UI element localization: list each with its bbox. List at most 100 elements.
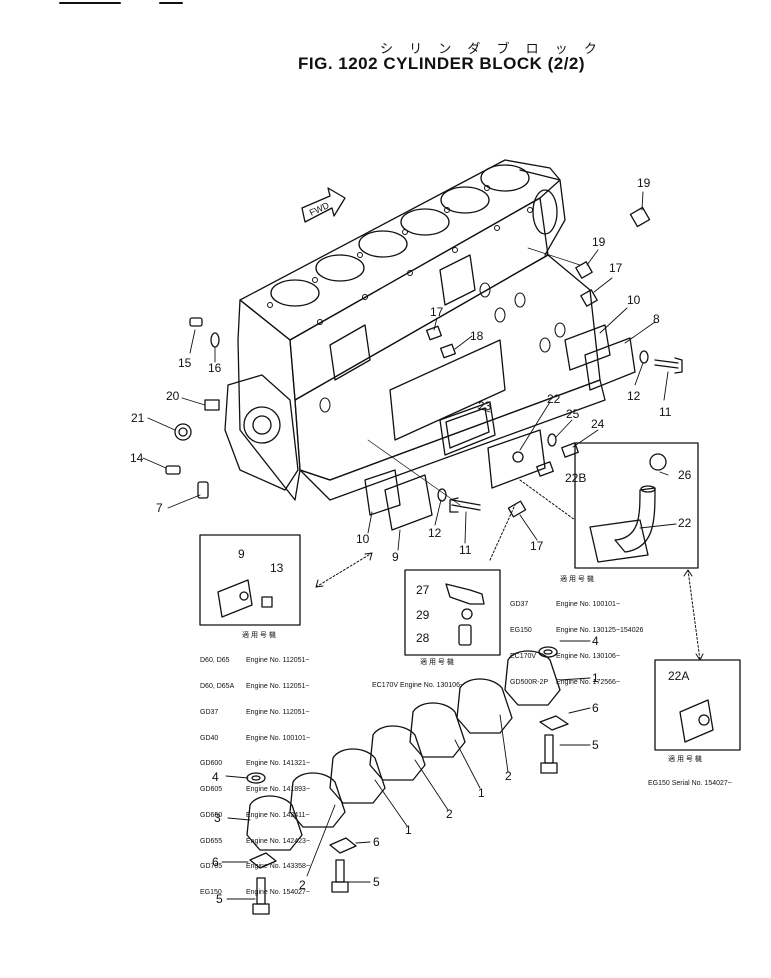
- box22a-applicability-table: EG150 Serial No. 154027~: [648, 763, 732, 797]
- gasket-10-right: [564, 324, 611, 371]
- pin-7: [197, 481, 209, 499]
- inset-box-27-29: [404, 569, 501, 656]
- callout-6-right: 6: [592, 701, 599, 715]
- bolt-11-right: [654, 357, 683, 374]
- callout-24: 24: [591, 417, 605, 431]
- bolt-5-left: [252, 877, 270, 915]
- callout-21: 21: [131, 411, 145, 425]
- lock-plate-6-mid: [329, 837, 357, 854]
- bolt-5-mid: [331, 859, 349, 893]
- callout-29: 29: [416, 608, 430, 622]
- callout-17-mid: 17: [430, 305, 444, 319]
- callout-11-left: 11: [459, 543, 472, 557]
- plug-24: [561, 442, 579, 458]
- callout-5-mid: 5: [373, 875, 380, 889]
- callout-2-right: 2: [505, 769, 512, 783]
- callout-26: 26: [678, 468, 692, 482]
- cylinder-block: [224, 159, 606, 501]
- callout-10-right: 10: [627, 293, 641, 307]
- box22a-table-header: 適 用 号 機: [668, 756, 702, 763]
- oring-25: [547, 433, 557, 447]
- plug-19: [575, 261, 593, 279]
- reference-arrows: [315, 479, 704, 661]
- callout-9: 9: [392, 550, 399, 564]
- lock-plate-6-left: [249, 852, 277, 869]
- callout-13: 13: [270, 561, 284, 575]
- callout-3: 3: [214, 811, 221, 825]
- callout-15: 15: [178, 356, 192, 370]
- callout-6-mid: 6: [373, 835, 380, 849]
- callout-17-low: 17: [530, 539, 544, 553]
- callout-1-left: 1: [405, 823, 412, 837]
- callout-16: 16: [208, 361, 222, 375]
- callout-5-right: 5: [592, 738, 599, 752]
- callout-28: 28: [416, 631, 430, 645]
- washer-4-right: [538, 646, 558, 658]
- inset-box-22-26: [574, 442, 699, 569]
- inset-box-22a: [654, 659, 741, 751]
- callout-22: 22: [547, 392, 561, 406]
- dowel-15: [189, 317, 203, 327]
- callout-22b: 22B: [565, 471, 587, 485]
- leader-lines: [142, 191, 677, 551]
- gasket-23: [439, 401, 496, 456]
- callout-23: 23: [478, 399, 492, 413]
- gasket-10-left: [364, 469, 401, 516]
- callout-4-right: 4: [592, 634, 599, 648]
- center-table-header: 適 用 号 機: [420, 659, 454, 666]
- callout-18: 18: [470, 329, 484, 343]
- lock-plate-6-right: [539, 715, 569, 731]
- left-table-header: 適 用 号 機: [242, 632, 276, 639]
- washer-12-left: [437, 488, 447, 502]
- callout-19: 19: [592, 235, 606, 249]
- callout-2-left: 2: [299, 878, 306, 892]
- callout-14: 14: [130, 451, 144, 465]
- bolt-5-right: [540, 734, 558, 774]
- dowel-14: [165, 465, 181, 475]
- washer-12-right: [639, 350, 649, 364]
- callout-5-left: 5: [216, 892, 223, 906]
- plug-20: [204, 399, 220, 411]
- callout-7: 7: [156, 501, 163, 515]
- callout-2-mid: 2: [446, 807, 453, 821]
- callout-1-right: 1: [592, 671, 599, 685]
- plug-22b: [536, 461, 554, 477]
- callout-12-right: 12: [627, 389, 641, 403]
- table-row: EG150 Serial No. 154027~: [648, 780, 732, 788]
- callout-22-inset: 22: [678, 516, 692, 530]
- cover-22: [487, 429, 546, 489]
- cylinder-bores: [270, 164, 530, 307]
- table-row: EC170V Engine No. 130106~: [372, 682, 465, 690]
- plug-17: [580, 289, 598, 307]
- plug-17-low: [507, 500, 527, 518]
- callout-17-right: 17: [609, 261, 623, 275]
- plug-21: [174, 423, 192, 441]
- plug-19-top: [629, 206, 651, 228]
- callout-22a: 22A: [668, 669, 690, 683]
- center-applicability-table: EC170V Engine No. 130106~: [372, 665, 464, 699]
- callout-25: 25: [566, 407, 580, 421]
- main-bearing-caps: [246, 650, 561, 851]
- cover-9: [384, 474, 433, 531]
- callout-19-top: 19: [637, 176, 651, 190]
- right-table-header: 適 用 号 機: [560, 576, 594, 583]
- plug-17-mid: [426, 325, 442, 341]
- oring-16: [210, 332, 220, 348]
- title-japanese: シ リ ン ダ ブ ロ ッ ク: [380, 42, 603, 57]
- cover-8: [584, 337, 636, 391]
- callout-8: 8: [653, 312, 660, 326]
